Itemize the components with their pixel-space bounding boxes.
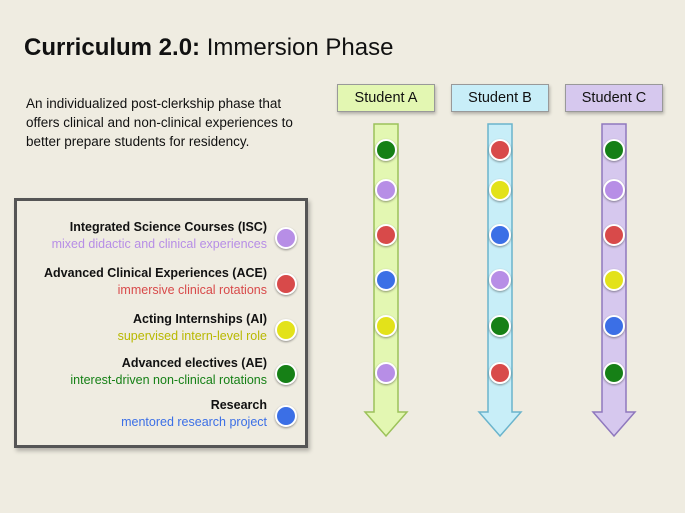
legend-desc: mixed didactic and clinical experiences: [51, 237, 267, 251]
legend-text: Advanced Clinical Experiences (ACE) immer…: [44, 265, 267, 299]
legend-text: Research mentored research project: [121, 397, 267, 431]
legend-desc: interest-driven non-clinical rotations: [70, 373, 267, 387]
experience-dot-ai: [603, 269, 625, 291]
legend-name: Integrated Science Courses (ISC): [69, 220, 267, 234]
experience-dot-ae: [375, 139, 397, 161]
experience-dot-ae: [603, 139, 625, 161]
student-header: Student A: [337, 84, 435, 112]
title-bold: Curriculum 2.0:: [24, 34, 201, 61]
page-title: Curriculum 2.0: Immersion Phase: [24, 34, 393, 62]
experience-dot-ace: [375, 224, 397, 246]
legend-text: Advanced electives (AE) interest-driven n…: [70, 355, 267, 389]
intro-text: An individualized post-clerkship phase t…: [26, 96, 293, 149]
experience-dot-ai: [375, 315, 397, 337]
experience-dot-research: [489, 224, 511, 246]
legend-name: Advanced electives (AE): [121, 356, 267, 370]
legend-item-ace: Advanced Clinical Experiences (ACE) immer…: [17, 265, 305, 305]
legend-name: Advanced Clinical Experiences (ACE): [44, 266, 267, 280]
experience-dot-ai: [489, 179, 511, 201]
legend-name: Acting Internships (AI): [132, 312, 267, 326]
experience-dot-ae: [603, 362, 625, 384]
experience-dot-isc: [489, 269, 511, 291]
legend-dot: [275, 319, 297, 341]
experience-dot-ace: [603, 224, 625, 246]
experience-dot-ace: [489, 139, 511, 161]
legend-text: Acting Internships (AI) supervised intern…: [118, 311, 267, 345]
legend-desc: supervised intern-level role: [117, 329, 267, 343]
legend-dot: [275, 227, 297, 249]
legend-desc: immersive clinical rotations: [117, 283, 267, 297]
student-column: Student C: [554, 0, 674, 513]
legend-desc: mentored research project: [121, 415, 267, 429]
legend-dot: [275, 405, 297, 427]
legend-item-ae: Advanced electives (AE) interest-driven n…: [17, 355, 305, 395]
legend-box: Integrated Science Courses (ISC) mixed di…: [14, 198, 308, 448]
student-header: Student C: [565, 84, 663, 112]
experience-dot-isc: [603, 179, 625, 201]
legend-dot: [275, 273, 297, 295]
timeline-arrow: [591, 123, 637, 438]
title-rest: Immersion Phase: [200, 34, 394, 61]
experience-dot-research: [375, 269, 397, 291]
legend-item-ai: Acting Internships (AI) supervised intern…: [17, 311, 305, 351]
legend-dot: [275, 363, 297, 385]
timeline-arrow: [477, 123, 523, 438]
student-column: Student B: [440, 0, 560, 513]
experience-dot-ae: [489, 315, 511, 337]
experience-dot-ace: [489, 362, 511, 384]
student-column: Student A: [326, 0, 446, 513]
student-header: Student B: [451, 84, 549, 112]
legend-item-research: Research mentored research project: [17, 397, 305, 437]
experience-dot-isc: [375, 179, 397, 201]
legend-item-isc: Integrated Science Courses (ISC) mixed di…: [17, 219, 305, 259]
experience-dot-isc: [375, 362, 397, 384]
timeline-arrow: [363, 123, 409, 438]
legend-text: Integrated Science Courses (ISC) mixed di…: [52, 219, 267, 253]
experience-dot-research: [603, 315, 625, 337]
legend-name: Research: [210, 398, 267, 412]
